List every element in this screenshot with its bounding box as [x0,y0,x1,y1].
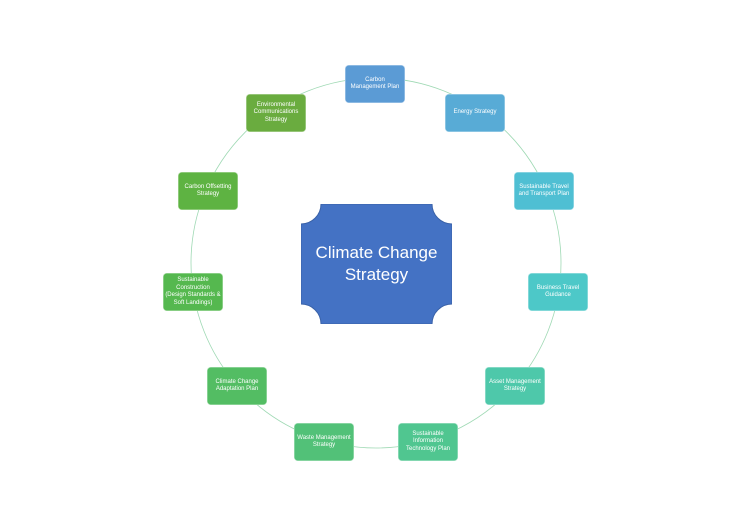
node-sustainable-it-plan: Sustainable Information Technology Plan [398,423,458,461]
central-strategy-label: Climate Change Strategy [315,243,438,284]
node-carbon-offsetting-strategy: Carbon Offsetting Strategy [178,172,238,210]
node-carbon-management-plan: Carbon Management Plan [345,65,405,103]
central-strategy-node: Climate Change Strategy [301,204,452,324]
node-sustainable-travel-transport: Sustainable Travel and Transport Plan [514,172,574,210]
node-asset-management-strategy: Asset Management Strategy [485,367,545,405]
node-sustainable-construction: Sustainable Construction (Design Standar… [163,273,223,311]
node-climate-change-adaptation: Climate Change Adaptation Plan [207,367,267,405]
node-environmental-communications: Environmental Communications Strategy [246,94,306,132]
node-energy-strategy: Energy Strategy [445,94,505,132]
node-business-travel-guidance: Business Travel Guidance [528,273,588,311]
node-waste-management-strategy: Waste Management Strategy [294,423,354,461]
